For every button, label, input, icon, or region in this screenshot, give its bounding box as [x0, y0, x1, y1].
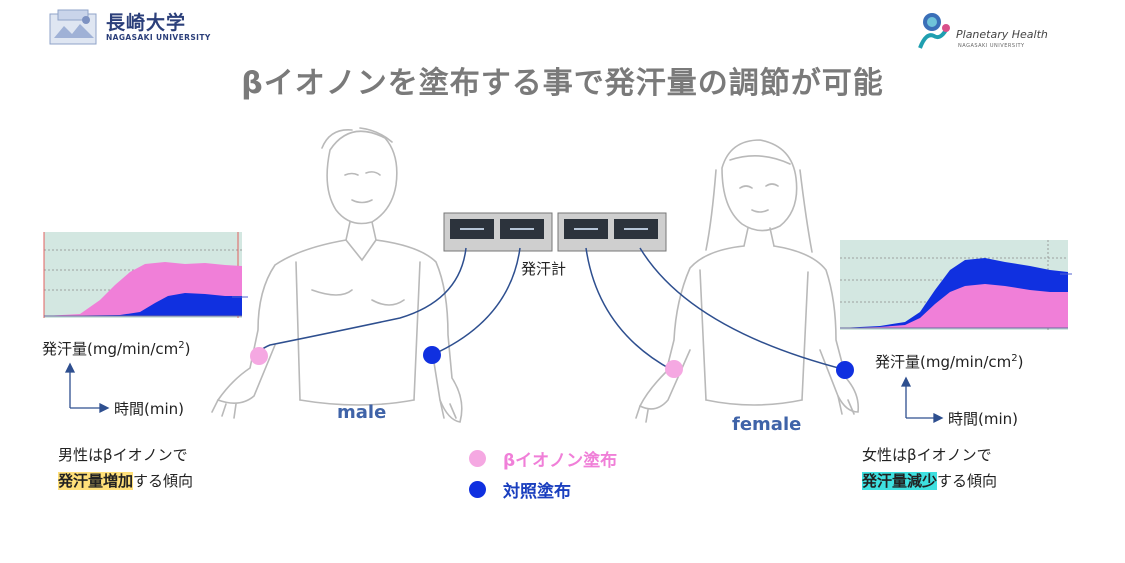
female-x-axis-label: 時間(min) [948, 410, 1018, 428]
slide-title: βイオノンを塗布する事で発汗量の調節が可能 [241, 66, 884, 101]
female-note-highlight: 発汗量減少 [862, 472, 938, 490]
legend-control-label: 対照塗布 [503, 482, 571, 502]
planetary-health-mark-icon [918, 13, 950, 49]
male-note-line1: 男性はβイオノンで [58, 446, 188, 464]
university-crest-icon [49, 9, 97, 45]
female-note: 女性はβイオノンで 発汗量減少する傾向 [862, 442, 997, 494]
legend-beta-ionone-label: βイオノン塗布 [503, 451, 618, 471]
logo-right-name: Planetary Health [956, 28, 1048, 41]
male-x-axis-label: 時間(min) [114, 400, 184, 418]
female-note-line2: 発汗量減少する傾向 [862, 472, 998, 490]
female-y-axis-label: 発汗量(mg/min/cm2) [875, 353, 1024, 371]
male-note-highlight: 発汗量増加 [58, 472, 134, 490]
male-blue-series [44, 293, 242, 316]
male-label: male [337, 402, 387, 423]
male-y-axis-label: 発汗量(mg/min/cm2) [42, 340, 191, 358]
legend-beta-ionone-dot [469, 450, 486, 467]
female-note-line1: 女性はβイオノンで [862, 446, 992, 464]
female-pink-sensor [665, 360, 683, 378]
male-figure [211, 127, 463, 423]
female-sweat-chart [840, 240, 1072, 330]
nagasaki-university-logo: 長崎大学 NAGASAKI UNIVERSITY [48, 4, 210, 50]
logo-left-sub: NAGASAKI UNIVERSITY [106, 33, 211, 42]
male-pink-sensor [250, 347, 268, 365]
female-blue-sensor [836, 361, 854, 379]
logo-right-sub: NAGASAKI UNIVERSITY [958, 43, 1025, 49]
male-note-line2: 発汗量増加する傾向 [58, 472, 194, 490]
sweat-meter-label: 発汗計 [521, 260, 567, 278]
planetary-health-logo: Planetary Health NAGASAKI UNIVERSITY [912, 8, 1072, 52]
female-pink-series [840, 284, 1068, 328]
male-axis-arrows [64, 362, 110, 414]
male-sweat-chart [43, 232, 248, 318]
legend-control-dot [469, 481, 486, 498]
logo-left-name: 長崎大学 [106, 12, 187, 34]
male-note: 男性はβイオノンで 発汗量増加する傾向 [58, 442, 193, 494]
female-axis-arrows [900, 376, 944, 424]
sweat-meter-device [443, 212, 667, 252]
male-blue-sensor [423, 346, 441, 364]
female-figure [635, 139, 860, 423]
female-label: female [732, 414, 802, 435]
